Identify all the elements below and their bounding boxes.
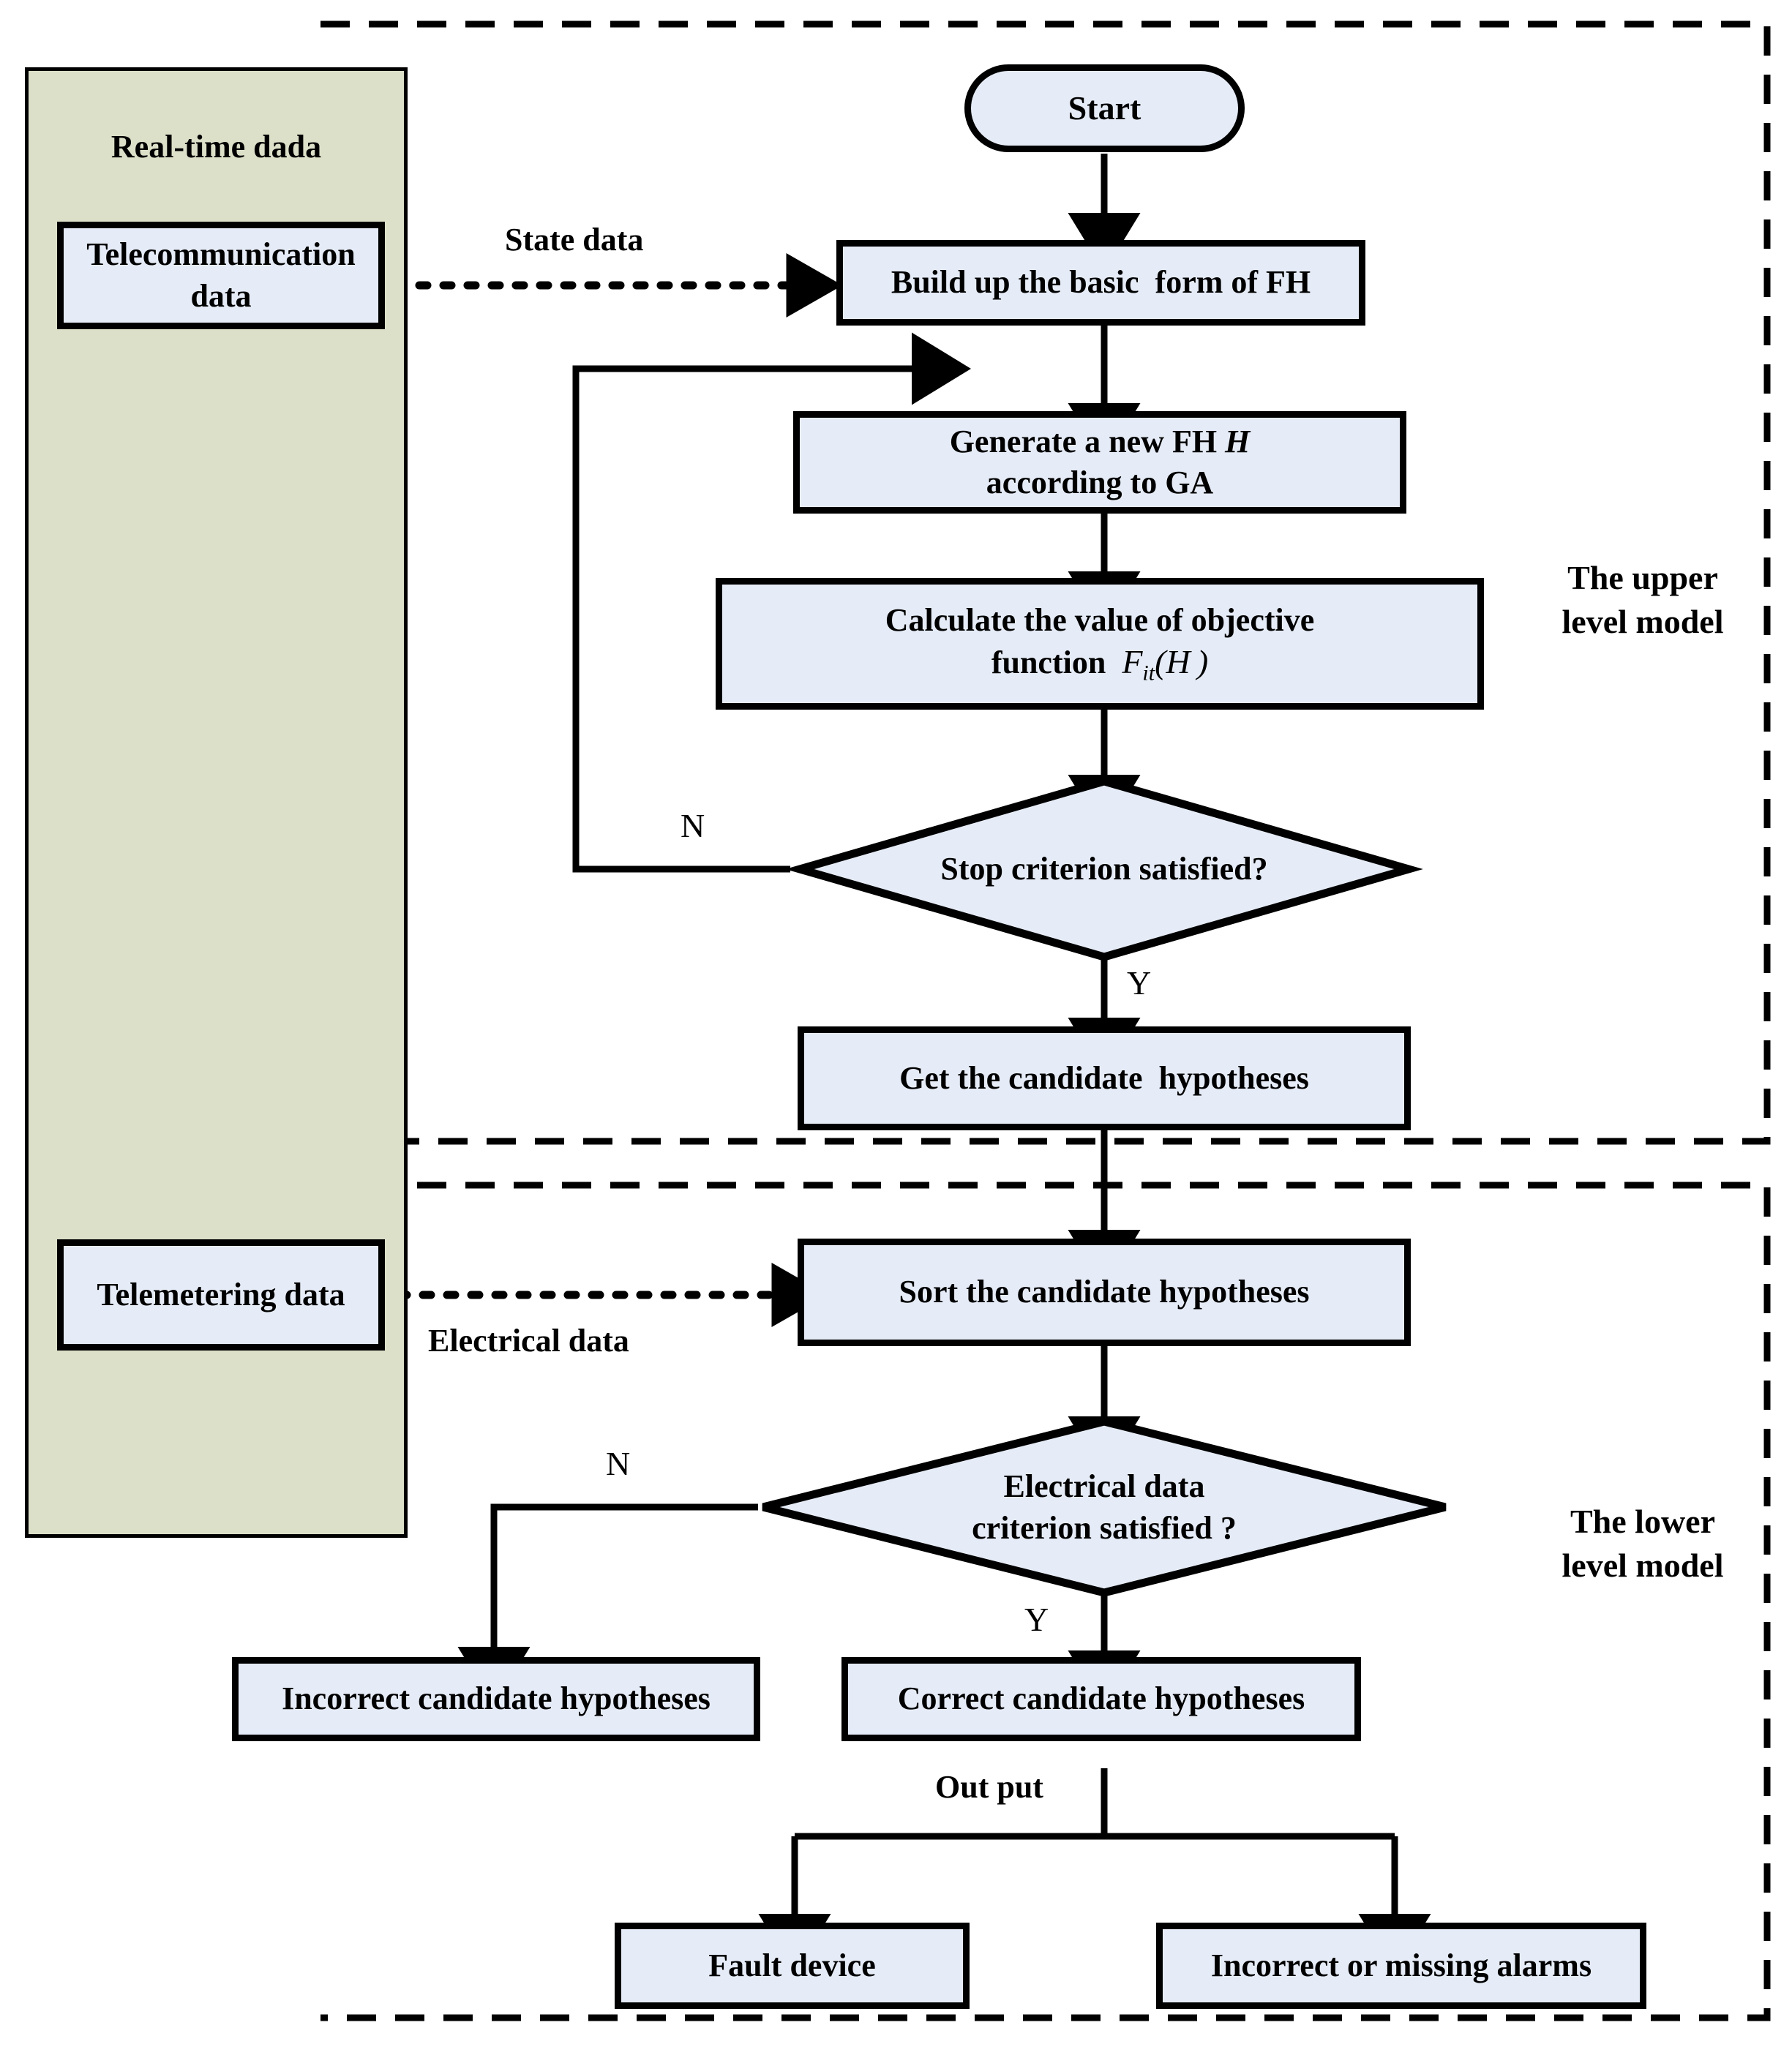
node-correct-candidate-hypotheses-label: Correct candidate hypotheses [897, 1680, 1305, 1717]
lower-model-dashed-region [320, 1182, 1771, 2021]
node-get-candidate-hypotheses-label: Get the candidate hypotheses [899, 1059, 1309, 1096]
edge-label-stop-yes: Y [1127, 964, 1152, 1002]
node-calculate-objective-label: Calculate the value of objective functio… [730, 600, 1470, 688]
upper-model-dashed-region [320, 20, 1771, 1145]
node-stop-criterion[interactable]: Stop criterion satisfied? [800, 781, 1409, 957]
node-sort-candidate-hypotheses[interactable]: Sort the candidate hypotheses [798, 1239, 1411, 1346]
node-electrical-criterion[interactable]: Electrical data criterion satisfied ? [763, 1421, 1445, 1593]
real-time-data-panel-title: Real-time dada [110, 129, 322, 165]
region-label-upper-level-model: The upper level model [1562, 559, 1724, 640]
node-telemetering-data-label: Telemetering data [97, 1276, 345, 1312]
node-telemetering-data[interactable]: Telemetering data [57, 1239, 385, 1351]
node-correct-candidate-hypotheses[interactable]: Correct candidate hypotheses [841, 1657, 1361, 1741]
objective-function-formula: Fit(H ) [1122, 643, 1209, 686]
decision-electrical-criterion [762, 1417, 1447, 1597]
node-incorrect-candidate-hypotheses-label: Incorrect candidate hypotheses [282, 1680, 711, 1717]
node-start-label: Start [1068, 89, 1141, 127]
calculate-line-2: function Fit(H ) [991, 643, 1209, 686]
node-telecommunication-data-label: Telecommunication data [86, 236, 356, 314]
calculate-line-1: Calculate the value of objective [885, 601, 1315, 638]
node-calculate-objective[interactable]: Calculate the value of objective functio… [716, 578, 1484, 710]
decision-stop-criterion [785, 777, 1423, 961]
node-incorrect-candidate-hypotheses[interactable]: Incorrect candidate hypotheses [232, 1657, 760, 1741]
node-get-candidate-hypotheses[interactable]: Get the candidate hypotheses [798, 1026, 1411, 1130]
edge-label-state-data: State data [505, 222, 644, 258]
node-incorrect-or-missing-alarms-label: Incorrect or missing alarms [1210, 1947, 1592, 1983]
edge-label-electrical-data: Electrical data [428, 1323, 629, 1359]
node-electrical-criterion-label: Electrical data criterion satisfied ? [972, 1468, 1237, 1546]
node-stop-criterion-label: Stop criterion satisfied? [940, 851, 1268, 887]
node-telecommunication-data[interactable]: Telecommunication data [57, 222, 385, 329]
edge-label-elec-no: N [606, 1445, 631, 1482]
edge-stop-no-loopback [572, 332, 971, 873]
edge-label-output: Out put [935, 1769, 1043, 1805]
node-build-basic-form[interactable]: Build up the basic form of FH [836, 240, 1365, 326]
node-start[interactable]: Start [964, 64, 1245, 152]
node-generate-new-fh-label: Generate a new FH H according to GA [807, 421, 1392, 504]
edge-elec-no-to-incorrect [457, 1503, 758, 1706]
node-incorrect-or-missing-alarms[interactable]: Incorrect or missing alarms [1156, 1923, 1646, 2009]
generate-line-2: according to GA [986, 465, 1214, 500]
region-label-lower-level-model: The lower level model [1562, 1503, 1724, 1584]
node-generate-new-fh[interactable]: Generate a new FH H according to GA [793, 411, 1406, 514]
node-build-basic-form-label: Build up the basic form of FH [891, 264, 1311, 301]
edge-label-stop-no: N [681, 807, 705, 844]
node-fault-device[interactable]: Fault device [615, 1923, 970, 2009]
node-fault-device-label: Fault device [708, 1947, 876, 1983]
generate-line-1: Generate a new FH H [949, 423, 1251, 459]
edge-label-elec-yes: Y [1024, 1601, 1049, 1638]
node-sort-candidate-hypotheses-label: Sort the candidate hypotheses [899, 1274, 1310, 1310]
